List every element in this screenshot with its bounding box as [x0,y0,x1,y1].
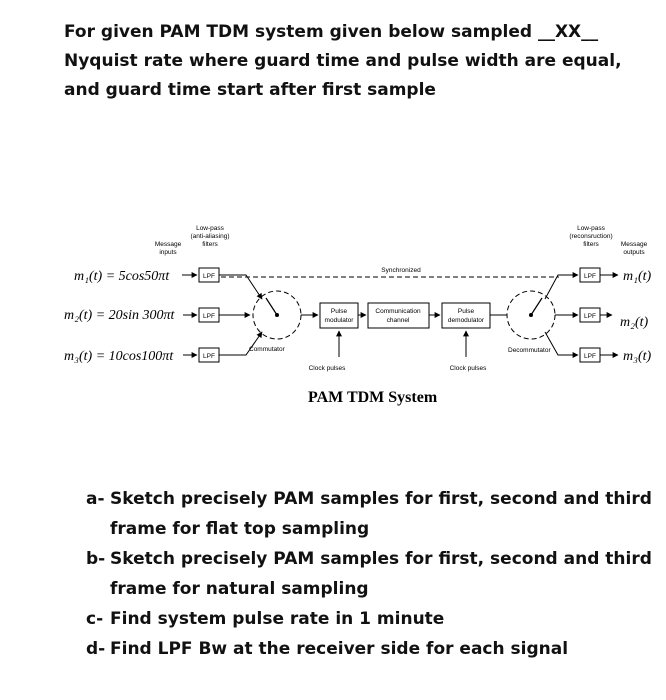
part-letter: d- [86,639,106,659]
communication-channel-label-1: Communication [375,308,421,315]
clock-pulses-tx: Clock pulses [309,365,347,372]
part-b-line-1: Sketch precisely PAM samples for first, … [110,549,652,569]
message-outputs-label-1: Message [621,241,648,248]
decommutator-label: Decommutator [508,347,551,354]
rx-lowpass-label-1: Low-pass [577,225,606,232]
tx-lowpass-label-2: (anti-aliasing) [190,233,229,240]
tx-lpf-1-label: LPF [203,273,215,280]
rx-lowpass-label-3: filters [583,241,599,248]
pulse-demodulator-label-1: Pulse [458,308,475,315]
part-a-line-2: frame for flat top sampling [110,519,370,539]
output-m3: m₃(t) [623,349,652,364]
rx-lpf-2-label: LPF [584,313,596,320]
pulse-demodulator-label-2: demodulator [448,317,485,324]
part-b: b- Sketch precisely PAM samples for firs… [86,544,656,604]
input-m1: m₁(t) = 5cos50πt [74,269,170,284]
synchronized-label: Synchronized [381,267,421,274]
part-a-line-1: Sketch precisely PAM samples for first, … [110,489,652,509]
part-letter: c- [86,609,104,629]
communication-channel-label-2: channel [387,317,410,324]
tx-lowpass-label-1: Low-pass [196,225,225,232]
pulse-modulator-label-1: Pulse [331,308,348,315]
rx-lpf-3-label: LPF [584,353,596,360]
question-text: For given PAM TDM system given below sam… [64,22,622,100]
pulse-demodulator [441,302,491,329]
part-letter: a- [86,489,105,509]
commutator-label: Commutator [249,346,286,353]
pam-tdm-diagram: Low-pass (anti-aliasing) filters Message… [64,225,652,372]
pulse-modulator-label-2: modulator [325,317,355,324]
tx-lpf-2-label: LPF [203,313,215,320]
part-letter: b- [86,549,106,569]
input-m2: m₂(t) = 20sin 300πt [64,308,175,323]
part-b-line-2: frame for natural sampling [110,579,369,599]
diagram-caption: PAM TDM System [308,389,438,406]
tx-lowpass-label-3: filters [202,241,218,248]
rx-lowpass-label-2: (reconsruction) [569,233,612,240]
message-inputs-label-1: Message [155,241,182,248]
communication-channel [367,302,430,329]
part-c: c- Find system pulse rate in 1 minute [86,604,656,634]
part-c-line-1: Find system pulse rate in 1 minute [110,609,445,629]
part-a: a- Sketch precisely PAM samples for firs… [86,484,656,544]
message-outputs-label-2: outputs [623,249,645,256]
tx-lpf-3-label: LPF [203,353,215,360]
output-m1: m₁(t) [623,269,652,284]
output-m2: m₂(t) [620,315,649,330]
clock-pulses-rx: Clock pulses [450,365,488,372]
pulse-modulator [319,302,359,329]
message-inputs-label-2: inputs [159,249,177,256]
part-d: d- Find LPF Bw at the receiver side for … [86,634,656,664]
input-m3: m₃(t) = 10cos100πt [64,349,174,364]
question-parts: a- Sketch precisely PAM samples for firs… [86,484,656,664]
part-d-line-1: Find LPF Bw at the receiver side for eac… [110,639,569,659]
rx-lpf-1-label: LPF [584,273,596,280]
